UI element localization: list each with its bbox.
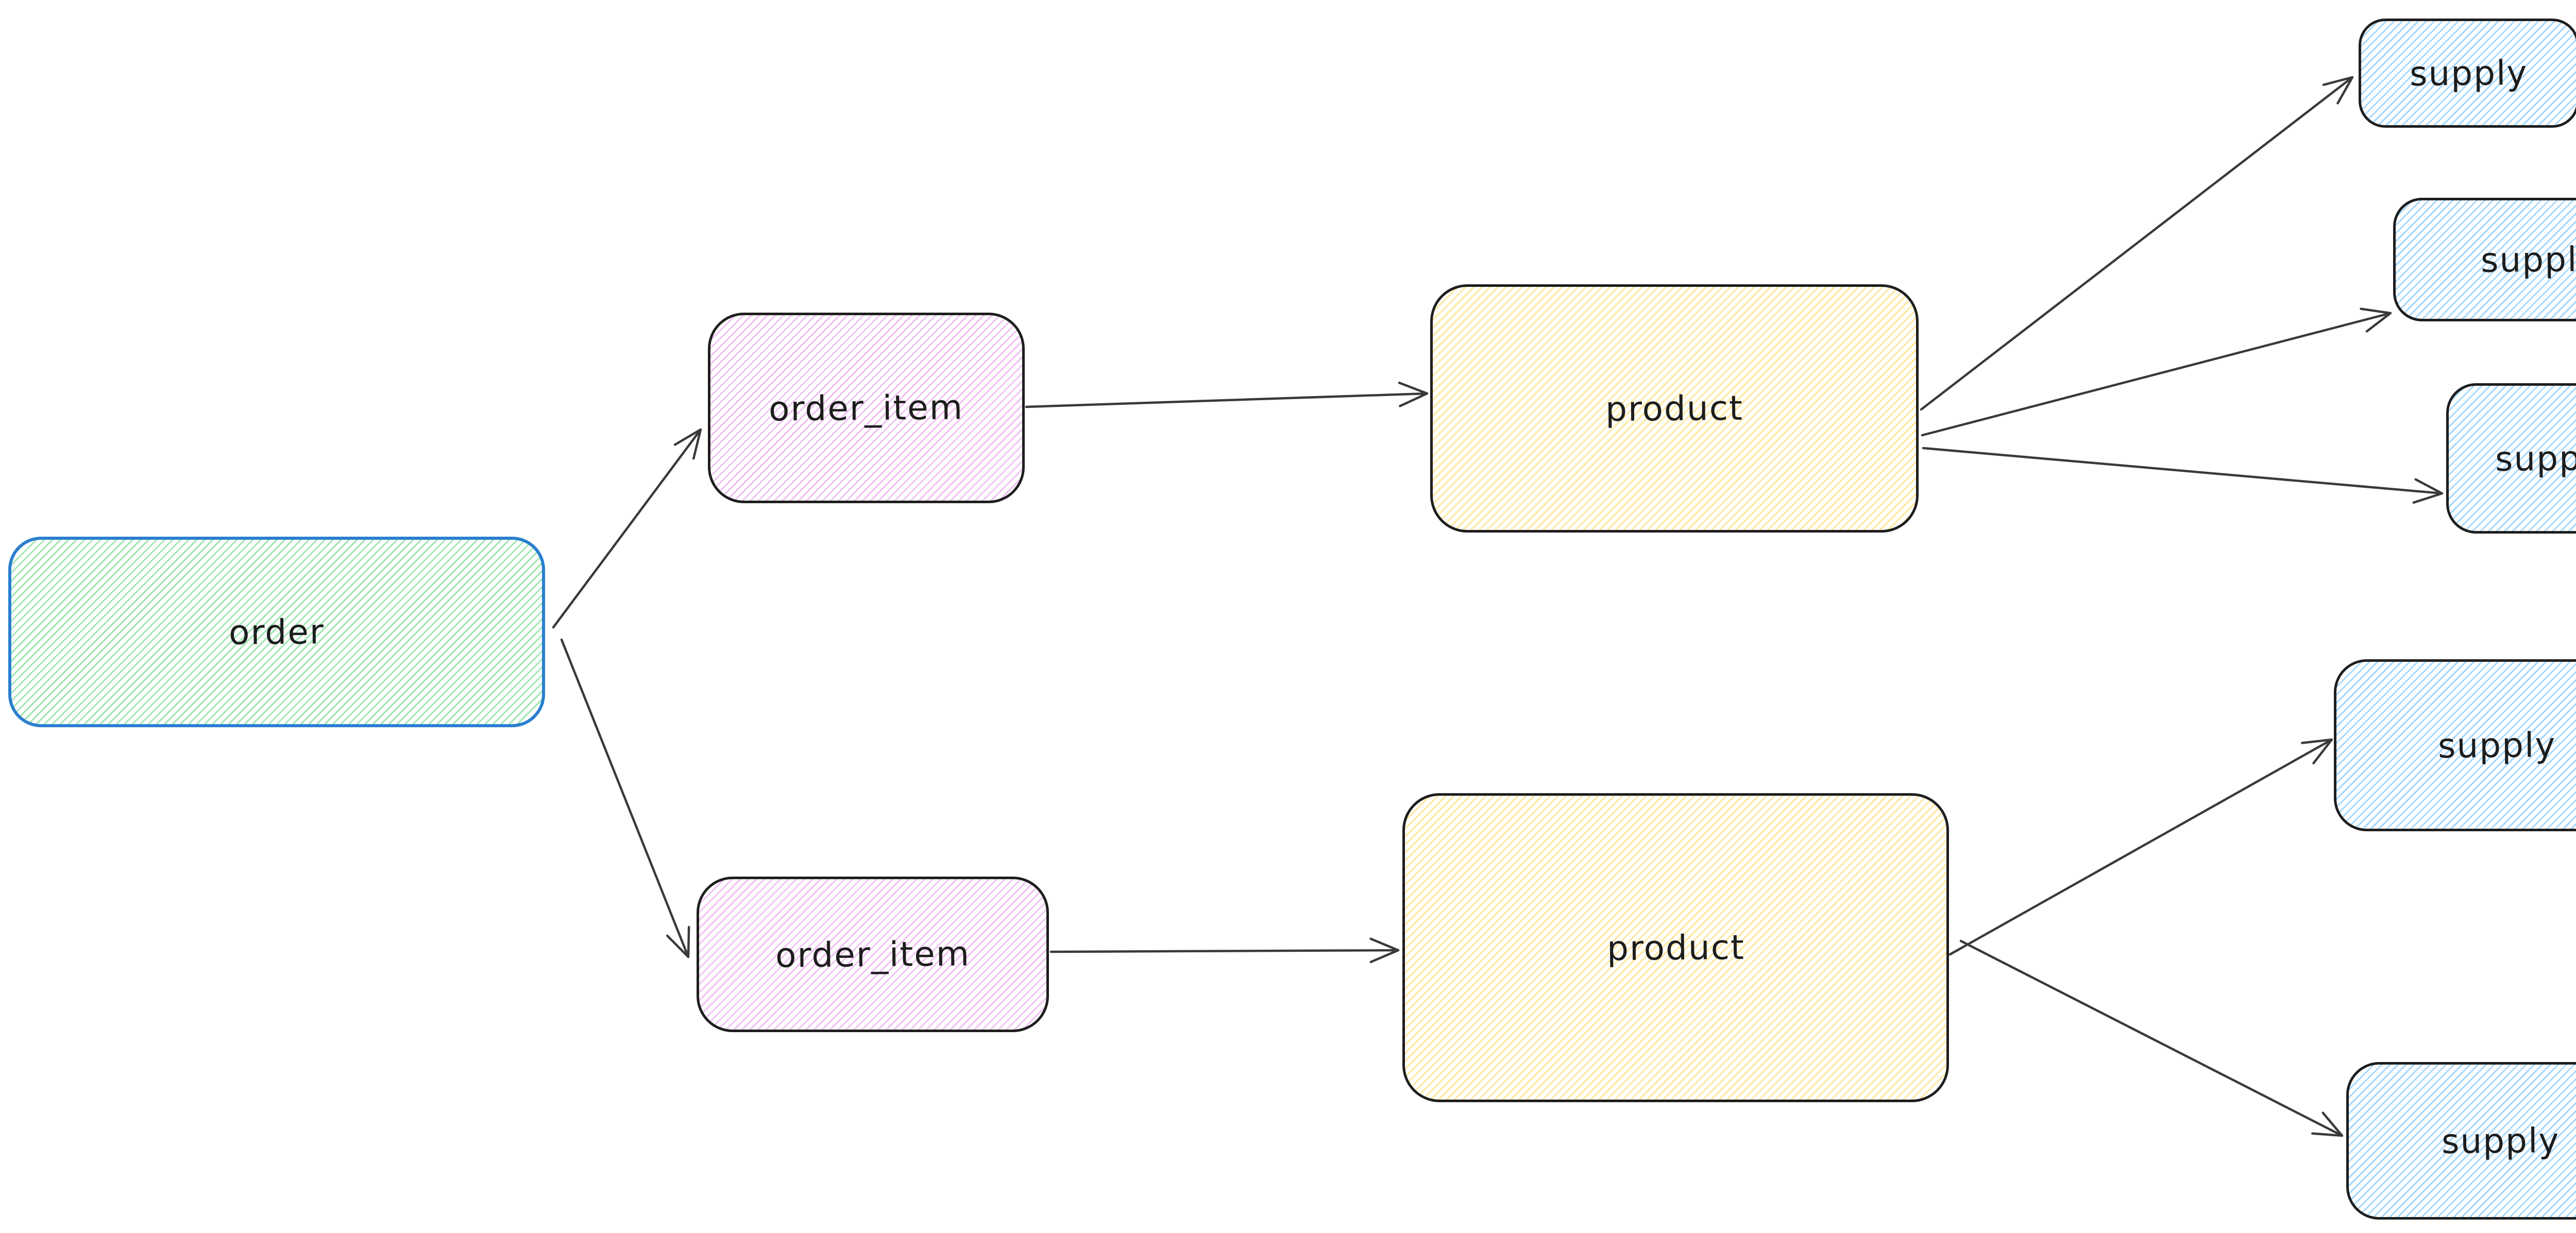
node-label: product [1605,388,1744,429]
node-order-item-2[interactable]: order_item [697,877,1049,1032]
node-label: order_item [769,387,964,429]
arrow-order-item-1-to-product-1[interactable] [1025,381,1429,408]
node-supply-1[interactable]: supply [2359,19,2576,128]
node-supply-2[interactable]: supply [2393,198,2576,321]
node-label: supply [2480,239,2576,280]
node-label: product [1606,927,1745,968]
arrow-product-1-to-supply-3[interactable] [1922,447,2444,504]
arrow-product-1-to-supply-1[interactable] [1920,76,2354,411]
node-supply-3[interactable]: supply [2446,383,2576,534]
arrow-product-2-to-supply-4[interactable] [1948,738,2333,956]
node-product-2[interactable]: product [1402,793,1949,1102]
arrow-product-1-to-supply-2[interactable] [1921,307,2392,437]
node-supply-4[interactable]: supply [2334,659,2576,831]
node-order[interactable]: order [8,537,545,727]
node-label: supply [2441,1120,2561,1161]
node-label: order [228,611,325,653]
node-label: supply [2409,53,2529,94]
node-label: supply [2495,438,2576,479]
node-supply-5[interactable]: supply [2346,1062,2576,1220]
node-product-1[interactable]: product [1430,284,1919,533]
node-label: supply [2437,725,2557,766]
arrow-product-2-to-supply-5[interactable] [1959,939,2344,1137]
arrow-order-to-order-item-2[interactable] [560,638,690,958]
node-order-item-1[interactable]: order_item [708,313,1025,503]
arrow-order-to-order-item-1[interactable] [552,428,702,629]
arrow-order-item-2-to-product-2[interactable] [1049,937,1400,964]
node-label: order_item [775,933,971,975]
